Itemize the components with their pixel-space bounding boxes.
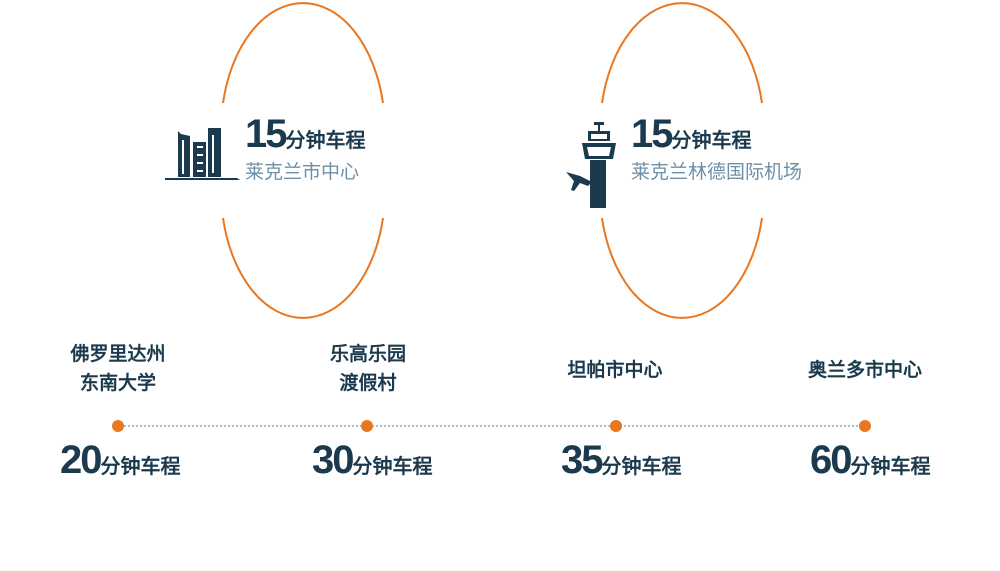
stop-marker (112, 420, 124, 432)
stop-name-line1: 乐高乐园 (329, 343, 406, 365)
hub-minutes: 15 (245, 112, 287, 156)
stop-name: 佛罗里达州东南大学 (18, 340, 218, 398)
hub-place: 莱克兰市中心 (245, 161, 360, 183)
orange-arc-top (601, 2, 763, 104)
orange-arc-top (222, 2, 384, 104)
stop-name-line1: 佛罗里达州 (70, 343, 166, 365)
minutes: 35 (561, 438, 603, 482)
stop-name: 乐高乐园渡假村 (268, 340, 468, 398)
hub-minutes: 15 (631, 112, 673, 156)
stop-name: 坦帕市中心 (515, 356, 715, 385)
hub-unit: 分钟车程 (285, 128, 366, 152)
stop-travel-time: 20分钟车程 (60, 438, 181, 483)
stop-name-line2: 东南大学 (79, 372, 156, 394)
airport-tower-icon (566, 122, 616, 208)
orange-arc-bottom (222, 217, 384, 319)
unit: 分钟车程 (352, 454, 433, 478)
stop-travel-time: 35分钟车程 (561, 438, 682, 483)
stop-name-line1: 奥兰多市中心 (807, 359, 922, 381)
hub-unit: 分钟车程 (671, 128, 752, 152)
orange-arc-bottom (601, 217, 763, 319)
stop-travel-time: 60分钟车程 (810, 438, 931, 483)
unit: 分钟车程 (850, 454, 931, 478)
hub-place: 莱克兰林德国际机场 (631, 161, 803, 183)
stop-marker (610, 420, 622, 432)
minutes: 60 (810, 438, 852, 482)
hub-city-center: 15分钟车程 莱克兰市中心 (245, 112, 366, 184)
unit: 分钟车程 (601, 454, 682, 478)
stop-marker (361, 420, 373, 432)
stop-name-line1: 坦帕市中心 (567, 359, 663, 381)
stop-name-line2: 渡假村 (339, 372, 397, 394)
minutes: 30 (312, 438, 354, 482)
city-buildings-icon (165, 128, 240, 180)
stop-marker (859, 420, 871, 432)
stop-name: 奥兰多市中心 (765, 356, 965, 385)
unit: 分钟车程 (100, 454, 181, 478)
hub-airport: 15分钟车程 莱克兰林德国际机场 (631, 112, 802, 184)
minutes: 20 (60, 438, 102, 482)
stop-travel-time: 30分钟车程 (312, 438, 433, 483)
